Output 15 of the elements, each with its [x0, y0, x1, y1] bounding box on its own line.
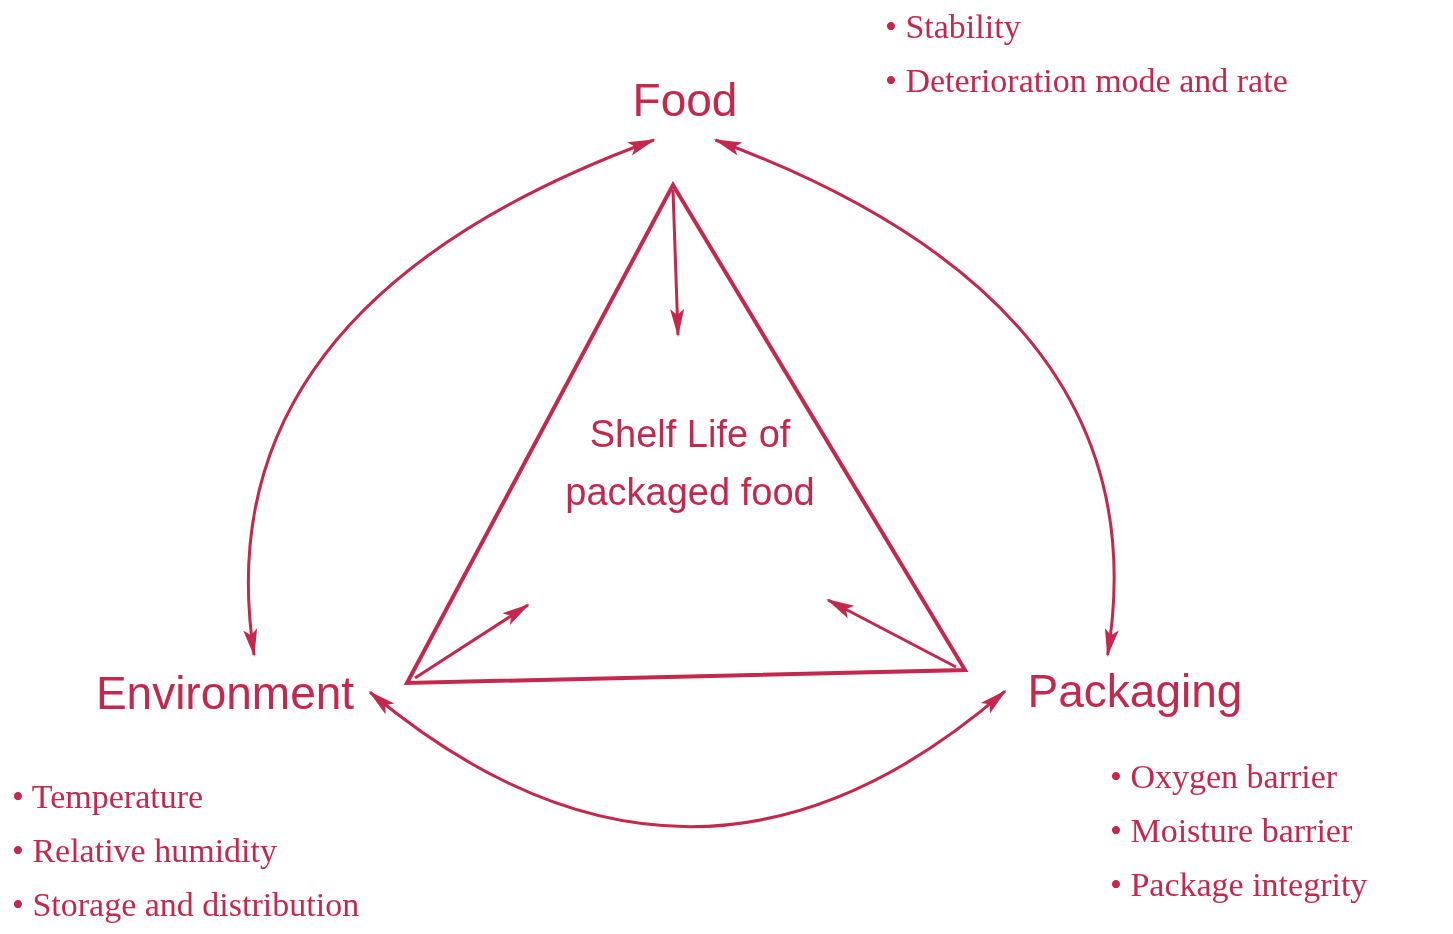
category-label: Food	[590, 60, 780, 140]
bullet-text: • Storage and distribution	[12, 885, 360, 925]
bullet-text: • Stability	[885, 7, 1021, 47]
category-label: Environment	[80, 655, 370, 730]
curved-arrow	[713, 138, 1118, 657]
curved-arrow	[368, 689, 1007, 829]
bullet-text: • Relative humidity	[12, 831, 277, 871]
bullet-text: • Moisture barrier	[1110, 811, 1353, 851]
center-label: Shelf Life of packaged food	[565, 412, 815, 515]
category-label: Packaging	[1005, 655, 1265, 727]
bullet-text: • Deterioration mode and rate	[885, 61, 1288, 101]
bullet-text: • Oxygen barrier	[1110, 757, 1338, 797]
bullet-text: • Package integrity	[1110, 865, 1368, 905]
bullet-text: • Temperature	[12, 777, 204, 817]
curved-arrow	[244, 138, 656, 657]
